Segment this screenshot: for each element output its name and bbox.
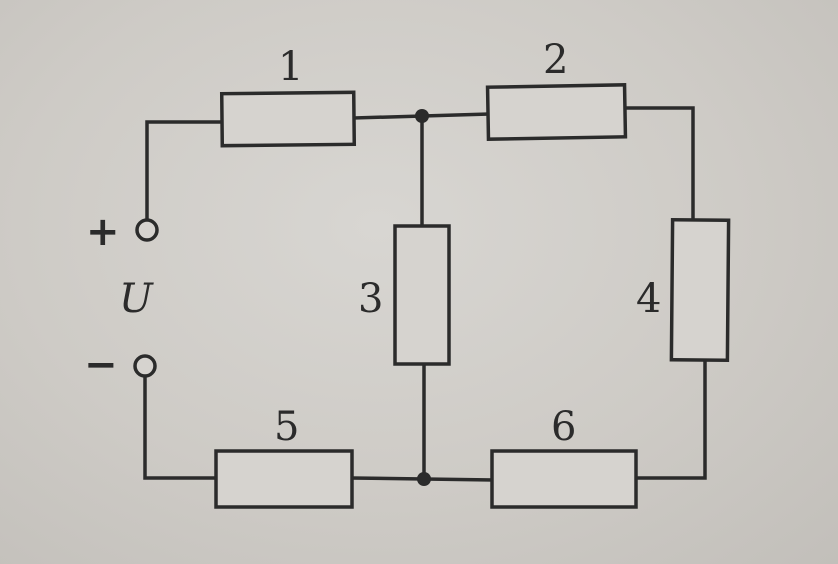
resistor-1 xyxy=(219,90,357,148)
wire-r2-to-r4 xyxy=(623,106,695,222)
resistor-5 xyxy=(214,449,354,509)
wire-negative-to-r5 xyxy=(143,374,218,480)
resistor-2 xyxy=(485,83,628,141)
resistors xyxy=(214,83,731,509)
resistor-1-label: 1 xyxy=(278,44,303,90)
wire-positive-to-r1 xyxy=(145,120,224,220)
resistor-6-label: 6 xyxy=(551,404,576,450)
negative-sign: − xyxy=(84,342,118,388)
resistor-6 xyxy=(490,449,638,509)
terminal-positive xyxy=(135,218,159,242)
terminal-negative xyxy=(133,354,157,378)
wire-r4-to-r6 xyxy=(634,358,707,480)
resistor-4 xyxy=(669,217,731,363)
resistor-2-label: 2 xyxy=(543,37,568,83)
positive-sign: + xyxy=(86,209,120,255)
resistor-3-label: 3 xyxy=(358,276,383,322)
junction-top xyxy=(415,109,429,123)
junction-bottom xyxy=(417,472,431,486)
resistor-4-label: 4 xyxy=(636,276,661,322)
resistor-5-label: 5 xyxy=(274,404,299,450)
wires xyxy=(143,106,707,482)
voltage-label: U xyxy=(119,276,154,322)
resistor-3 xyxy=(393,224,451,366)
